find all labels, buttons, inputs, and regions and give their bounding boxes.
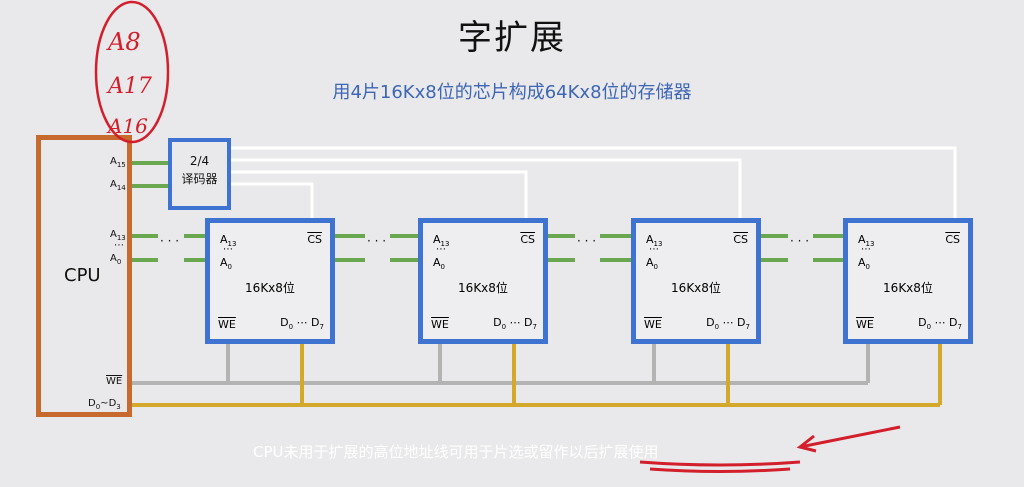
chip-pin-cs: CS	[520, 233, 535, 246]
cpu-pin-a14: A14	[110, 179, 126, 192]
page-subtitle: 用4片16Kx8位的芯片构成64Kx8位的存储器	[332, 82, 692, 103]
cpu-pin-a13: A13	[110, 229, 126, 242]
chip-pin-we: WE	[431, 318, 449, 331]
bus-dots: · · ·	[160, 234, 180, 248]
chip-pin-dots: ⋯	[861, 244, 871, 255]
cpu-pin-data: D0~D3	[88, 398, 121, 411]
memory-chip-1: A13 ⋯ A0 CS 16Kx8位 WE D0 ⋯ D7	[205, 218, 335, 344]
chip-pin-cs: CS	[945, 233, 960, 246]
chip-pin-a0: A0	[646, 256, 658, 272]
decoder-line-3	[231, 146, 957, 218]
chip-pin-a0: A0	[433, 256, 445, 272]
decoder-output-lines	[231, 146, 957, 218]
chip-pin-dots: ⋯	[436, 244, 446, 255]
address-bus	[132, 234, 843, 262]
we-bus	[132, 344, 870, 385]
chip-pin-cs: CS	[733, 233, 748, 246]
cpu-pin-a15: A15	[110, 156, 126, 169]
chip-size-label: 16Kx8位	[883, 281, 933, 295]
memory-chip-2: A13 ⋯ A0 CS 16Kx8位 WE D0 ⋯ D7	[418, 218, 548, 344]
chip-size-label: 16Kx8位	[458, 281, 508, 295]
memory-chip-4: A13 ⋯ A0 CS 16Kx8位 WE D0 ⋯ D7	[843, 218, 973, 344]
chip-pin-a0: A0	[858, 256, 870, 272]
decoder-2-4: 2/4 译码器	[168, 138, 231, 210]
cpu-pin-dots: ⋯	[114, 240, 124, 251]
decoder-line-2	[231, 158, 742, 218]
high-address-lines	[132, 161, 168, 188]
decoder-line-1	[231, 170, 528, 218]
bus-dots: · · ·	[790, 234, 810, 248]
chip-pin-dots: ⋯	[649, 244, 659, 255]
bus-dots: · · ·	[577, 234, 597, 248]
chip-pin-a13: A13	[646, 233, 663, 249]
caption: CPU未用于扩展的高位地址线可用于片选或留作以后扩展使用	[253, 443, 659, 461]
red-arrow-annotation	[639, 425, 901, 473]
decoder-line-0	[231, 182, 314, 218]
cpu-pin-we: WE	[106, 376, 123, 387]
cpu-block	[36, 135, 132, 417]
data-bus	[132, 344, 942, 407]
chip-size-label: 16Kx8位	[671, 281, 721, 295]
decoder-label: 2/4	[189, 154, 210, 168]
handwritten-a17: A17	[108, 74, 152, 99]
page-title: 字扩展	[458, 18, 566, 58]
memory-chip-3: A13 ⋯ A0 CS 16Kx8位 WE D0 ⋯ D7	[631, 218, 761, 344]
chip-pin-data: D0 ⋯ D7	[918, 315, 962, 331]
chip-pin-data: D0 ⋯ D7	[280, 315, 324, 331]
handwritten-a8: A8	[108, 28, 141, 56]
chip-pin-a13: A13	[220, 233, 237, 249]
chip-pin-a13: A13	[858, 233, 875, 249]
chip-size-label: 16Kx8位	[245, 281, 295, 295]
chip-pin-we: WE	[644, 318, 662, 331]
chip-pin-we: WE	[218, 318, 236, 331]
handwritten-a16: A16	[108, 114, 148, 138]
chip-pin-a0: A0	[220, 256, 232, 272]
chip-pin-we: WE	[856, 318, 874, 331]
cpu-pin-a0: A0	[110, 253, 122, 266]
cpu-label: CPU	[64, 265, 101, 286]
handwritten-annotation	[94, 0, 170, 144]
decoder-label-cn: 译码器	[181, 172, 218, 186]
chip-pin-dots: ⋯	[223, 244, 233, 255]
chip-pin-data: D0 ⋯ D7	[493, 315, 537, 331]
chip-pin-a13: A13	[433, 233, 450, 249]
chip-pin-cs: CS	[307, 233, 322, 246]
chip-pin-data: D0 ⋯ D7	[706, 315, 750, 331]
bus-dots: · · ·	[367, 234, 387, 248]
